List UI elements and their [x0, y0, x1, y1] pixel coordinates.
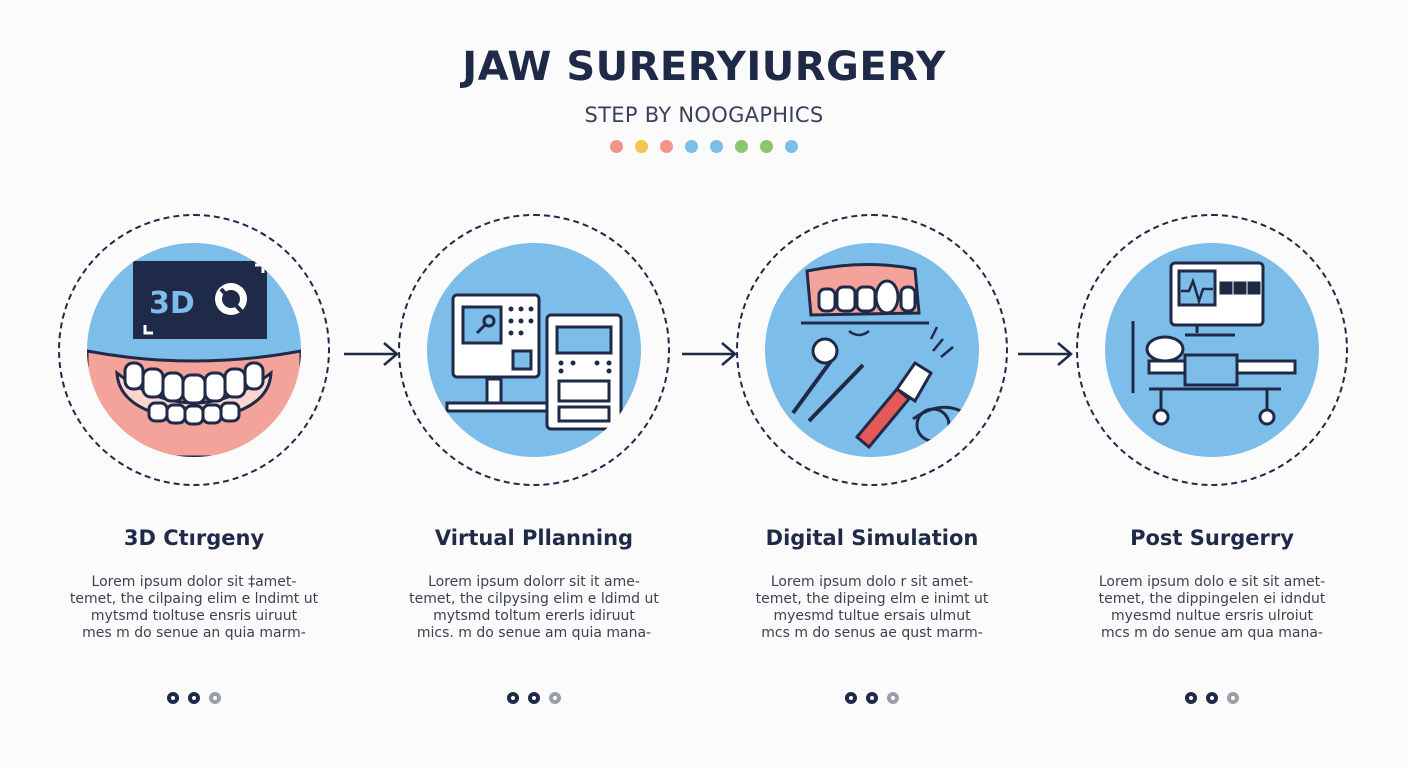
- step-title: Virtual Pllanning: [434, 526, 634, 550]
- dashed-ring: [398, 214, 670, 486]
- step-pagination: [398, 692, 670, 704]
- step-description: Lorem ipsum dolorr sit it ame- temet, th…: [409, 574, 659, 641]
- dashed-ring: [1076, 214, 1348, 486]
- step-pagination: [1076, 692, 1348, 704]
- scan-3d-label: 3D: [149, 286, 195, 321]
- pagination-dot[interactable]: [167, 692, 179, 704]
- decorative-dot: [710, 140, 723, 153]
- step-title: Post Surgerry: [1130, 526, 1294, 550]
- pagination-dot[interactable]: [188, 692, 200, 704]
- decorative-dot: [635, 140, 648, 153]
- arrow-right-icon: [1018, 342, 1073, 366]
- pagination-dot[interactable]: [866, 692, 878, 704]
- decorative-dot: [610, 140, 623, 153]
- dashed-ring: [58, 214, 330, 486]
- pagination-dot[interactable]: [549, 692, 561, 704]
- pagination-dot[interactable]: [528, 692, 540, 704]
- decorative-dot: [785, 140, 798, 153]
- page-subtitle: STEP BY NOOGAPHICS: [584, 103, 824, 127]
- step-pagination: [736, 692, 1008, 704]
- page-title: JAW SURERYIURGERY: [462, 44, 946, 90]
- step-title: Digital Simulation: [765, 526, 979, 550]
- step-description: Lorem ipsum dolor sit ‡amet- temet, the …: [69, 574, 319, 641]
- pagination-dot[interactable]: [209, 692, 221, 704]
- hospital-bed-monitor-icon: [1105, 243, 1319, 457]
- pagination-dot[interactable]: [507, 692, 519, 704]
- pagination-dot[interactable]: [887, 692, 899, 704]
- dashed-ring: [736, 214, 1008, 486]
- step-title: 3D Ctırgeny: [123, 526, 265, 550]
- decorative-dot: [735, 140, 748, 153]
- pagination-dot[interactable]: [1206, 692, 1218, 704]
- pagination-dot[interactable]: [845, 692, 857, 704]
- arrow-right-icon: [344, 342, 399, 366]
- decorative-dot: [760, 140, 773, 153]
- decorative-dot: [685, 140, 698, 153]
- decorative-dot-row: [0, 140, 1408, 153]
- pagination-dot[interactable]: [1185, 692, 1197, 704]
- 3d-dental-scan-icon: 3D: [87, 243, 301, 457]
- arrow-right-icon: [682, 342, 737, 366]
- surgical-tools-icon: [765, 243, 979, 457]
- pagination-dot[interactable]: [1227, 692, 1239, 704]
- planning-computer-icon: [427, 243, 641, 457]
- decorative-dot: [660, 140, 673, 153]
- step-description: Lorem ipsum dolo r sit amet- temet, the …: [755, 574, 989, 641]
- step-description: Lorem ipsum dolo e sit sit amet- temet, …: [1098, 574, 1326, 641]
- step-pagination: [58, 692, 330, 704]
